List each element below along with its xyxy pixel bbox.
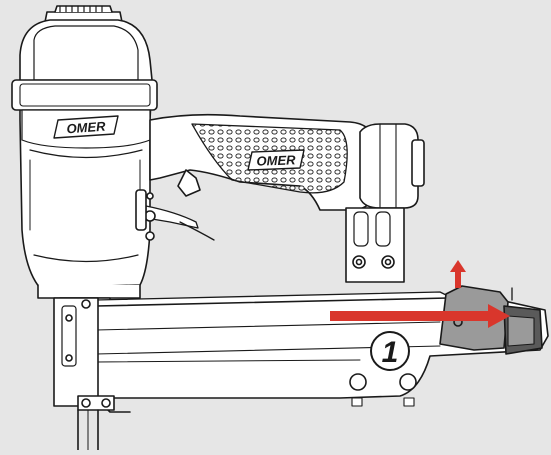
callout-number: 1 (382, 336, 399, 369)
handle-logo-text: OMER (256, 152, 296, 168)
housing-logo-plate (53, 115, 119, 139)
slide-arrow (330, 304, 510, 328)
motor-housing (11, 19, 158, 309)
nose-guide (53, 297, 115, 451)
callout-badge: 1 (370, 331, 410, 371)
handle-logo-plate (247, 149, 305, 171)
rear-mount (345, 207, 405, 283)
magazine (95, 291, 549, 413)
pusher-latch (439, 285, 543, 355)
trigger (135, 169, 215, 241)
lift-arrow (450, 260, 466, 288)
air-inlet-cap (359, 123, 425, 209)
housing-logo-text: OMER (66, 119, 107, 137)
